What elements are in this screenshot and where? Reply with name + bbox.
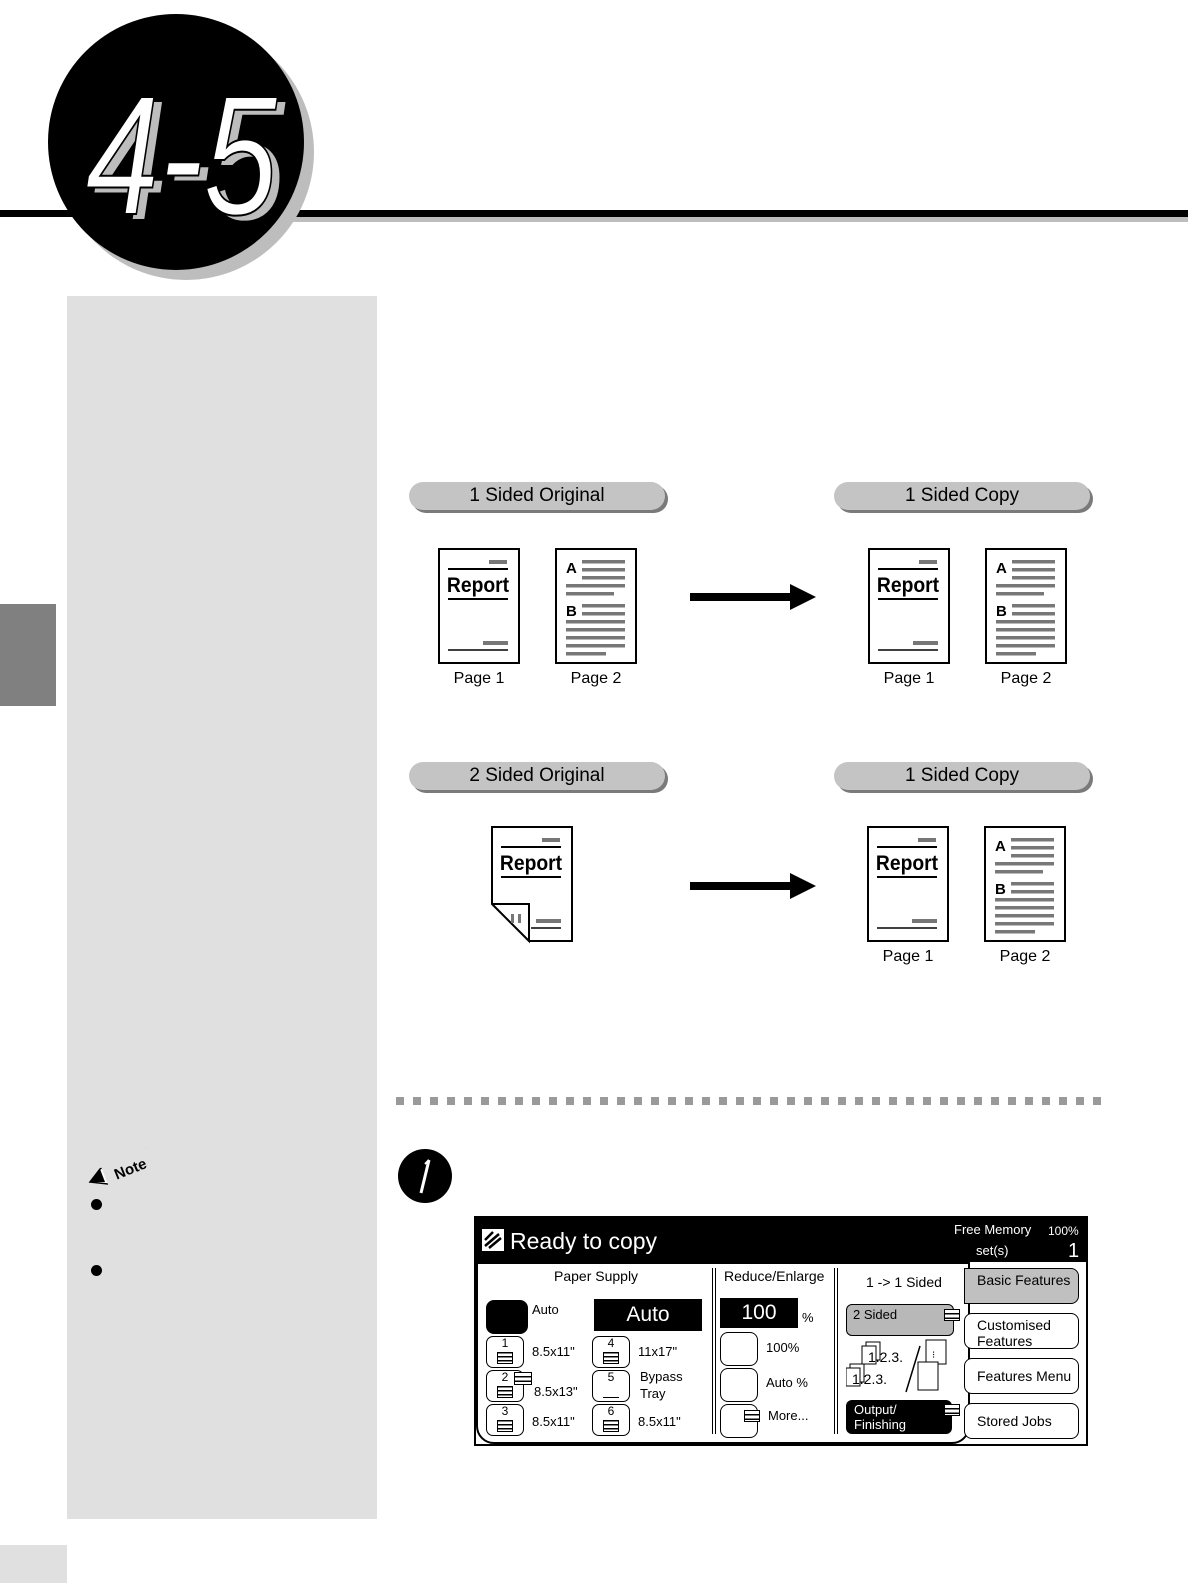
- svg-text:1.2.3.: 1.2.3.: [852, 1371, 887, 1387]
- basic-features-button[interactable]: Basic Features: [964, 1268, 1079, 1304]
- free-memory-label: Free Memory: [954, 1222, 1032, 1237]
- paper-auto-value: Auto: [594, 1299, 702, 1331]
- svg-text:4-5: 4-5: [94, 66, 287, 256]
- page-label: Page 2: [1000, 670, 1052, 687]
- two-sided-button[interactable]: 2 Sided: [846, 1304, 954, 1336]
- bullet: [91, 1265, 102, 1276]
- collate-icon: 1.2.3. 1.2.3. ⁝: [846, 1339, 947, 1393]
- sidebar-panel: [67, 296, 377, 1519]
- tray-2-flag-icon: [514, 1372, 532, 1385]
- step-number: [419, 1159, 431, 1194]
- text-page-icon: A B: [985, 548, 1067, 664]
- header-rule-shadow: [280, 217, 1188, 222]
- tray-3-button[interactable]: 3: [486, 1404, 524, 1436]
- svg-text:A: A: [995, 838, 1006, 855]
- customised-features-button[interactable]: Customised Features: [964, 1313, 1079, 1349]
- svg-text:Report: Report: [877, 574, 939, 597]
- svg-text:B: B: [996, 603, 1007, 620]
- copier-panel: Ready to copy Free Memory 100% set(s) 1 …: [474, 1216, 1088, 1446]
- free-memory-value: 100%: [1048, 1224, 1079, 1238]
- svg-text:⁝: ⁝: [932, 1350, 935, 1361]
- dotted-divider: [396, 1097, 1106, 1105]
- tray-4-button[interactable]: 4: [592, 1336, 630, 1368]
- tray-1-button[interactable]: 1: [486, 1336, 524, 1368]
- column-divider: [712, 1268, 716, 1434]
- label-2-sided-original: 2 Sided Original: [409, 762, 665, 790]
- features-menu-button[interactable]: Features Menu: [964, 1358, 1079, 1394]
- svg-text:A: A: [566, 560, 577, 577]
- arrow-right-icon: [690, 873, 816, 899]
- basic-features-tab: Paper Supply Auto Auto 1 8.5x11" 2 8.5x1…: [476, 1262, 970, 1444]
- zoom-auto-label: Auto %: [766, 1375, 808, 1390]
- paper-supply-header: Paper Supply: [554, 1268, 639, 1284]
- zoom-auto-button[interactable]: [720, 1368, 758, 1402]
- report-page-icon: Report: [438, 548, 520, 664]
- text-page-icon: A B: [984, 826, 1066, 942]
- output-flag-icon: [944, 1404, 960, 1416]
- tray-5-button[interactable]: 5: [592, 1370, 630, 1402]
- copier-status-icon: [482, 1229, 504, 1251]
- svg-text:Report: Report: [500, 852, 562, 875]
- label-1-sided-original: 1 Sided Original: [409, 482, 665, 510]
- footer-block: [0, 1545, 67, 1583]
- svg-text:Report: Report: [447, 574, 509, 597]
- svg-text:1.2.3.: 1.2.3.: [868, 1349, 903, 1365]
- status-text: Ready to copy: [510, 1228, 658, 1254]
- page-label: Page 1: [882, 948, 934, 965]
- report-page-icon: Report: [867, 826, 949, 942]
- reduce-enlarge-header: Reduce/Enlarge: [724, 1268, 825, 1284]
- svg-text:Report: Report: [876, 852, 938, 875]
- header-rule: [0, 210, 1188, 217]
- sets-label: set(s): [976, 1243, 1009, 1258]
- arrow-right-icon: [690, 584, 816, 610]
- sided-header: 1 -> 1 Sided: [866, 1274, 942, 1290]
- zoom-unit: %: [802, 1310, 814, 1325]
- zoom-value: 100: [720, 1298, 798, 1328]
- page-label: Page 2: [999, 948, 1051, 965]
- text-page-icon: A B: [555, 548, 637, 664]
- stored-jobs-button[interactable]: Stored Jobs: [964, 1403, 1079, 1439]
- page-label: Page 1: [883, 670, 935, 687]
- chapter-number: 4-5 4-5: [85, 60, 287, 256]
- svg-text:B: B: [566, 603, 577, 620]
- two-sided-page-icon: Report: [491, 826, 573, 944]
- status-bar: [476, 1218, 1086, 1262]
- tray-6-button[interactable]: 6: [592, 1404, 630, 1436]
- svg-text:4-5: 4-5: [86, 61, 279, 251]
- paper-auto-label: Auto: [532, 1302, 559, 1317]
- note-pencil-icon: Note: [88, 1145, 160, 1186]
- svg-text:A: A: [996, 560, 1007, 577]
- label-1-sided-copy: 1 Sided Copy: [834, 762, 1090, 790]
- report-page-icon: Report: [868, 548, 950, 664]
- page-label: Page 1: [453, 670, 505, 687]
- zoom-100-label: 100%: [766, 1340, 800, 1355]
- more-flag-icon: [744, 1410, 760, 1422]
- page-label: Page 2: [570, 670, 622, 687]
- sets-count: 1: [1068, 1240, 1080, 1262]
- label-1-sided-copy: 1 Sided Copy: [834, 482, 1090, 510]
- tray-3-size: 8.5x11": [532, 1414, 575, 1429]
- column-divider: [834, 1268, 838, 1434]
- svg-text:B: B: [995, 881, 1006, 898]
- chapter-tab: [0, 604, 56, 706]
- zoom-100-button[interactable]: [720, 1332, 758, 1366]
- tray-5-size: Bypass Tray: [640, 1369, 683, 1401]
- tray-4-size: 11x17": [638, 1344, 678, 1359]
- tray-1-size: 8.5x11": [532, 1344, 575, 1359]
- tray-6-size: 8.5x11": [638, 1414, 681, 1429]
- output-finishing-button[interactable]: Output/ Finishing: [846, 1400, 952, 1434]
- tray-2-size: 8.5x13": [534, 1384, 578, 1399]
- chapter-badge: [48, 14, 304, 270]
- two-sided-flag-icon: [944, 1309, 960, 1321]
- zoom-more-label: More...: [768, 1408, 809, 1423]
- bullet: [91, 1199, 102, 1210]
- paper-auto-button[interactable]: [486, 1300, 528, 1334]
